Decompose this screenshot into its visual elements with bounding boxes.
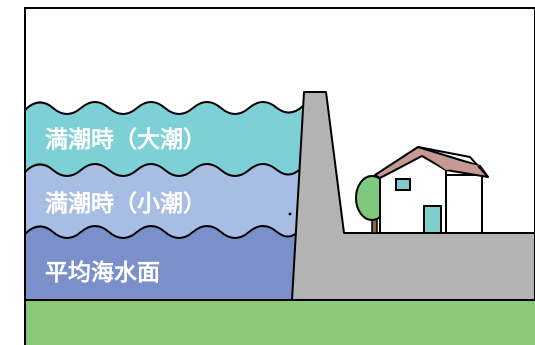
house-door — [423, 205, 442, 234]
spring-high-tide-label: 満潮時（大潮） — [45, 126, 206, 153]
seawall — [291, 91, 535, 301]
ground — [26, 300, 535, 345]
neap-high-tide-label: 満潮時（小潮） — [45, 190, 206, 217]
house-window — [395, 178, 411, 191]
house — [374, 146, 489, 234]
mean-sea-level-label: 平均海水面 — [45, 259, 160, 286]
water-edge-dot — [288, 212, 292, 216]
mean-sea-level-water — [24, 225, 300, 301]
